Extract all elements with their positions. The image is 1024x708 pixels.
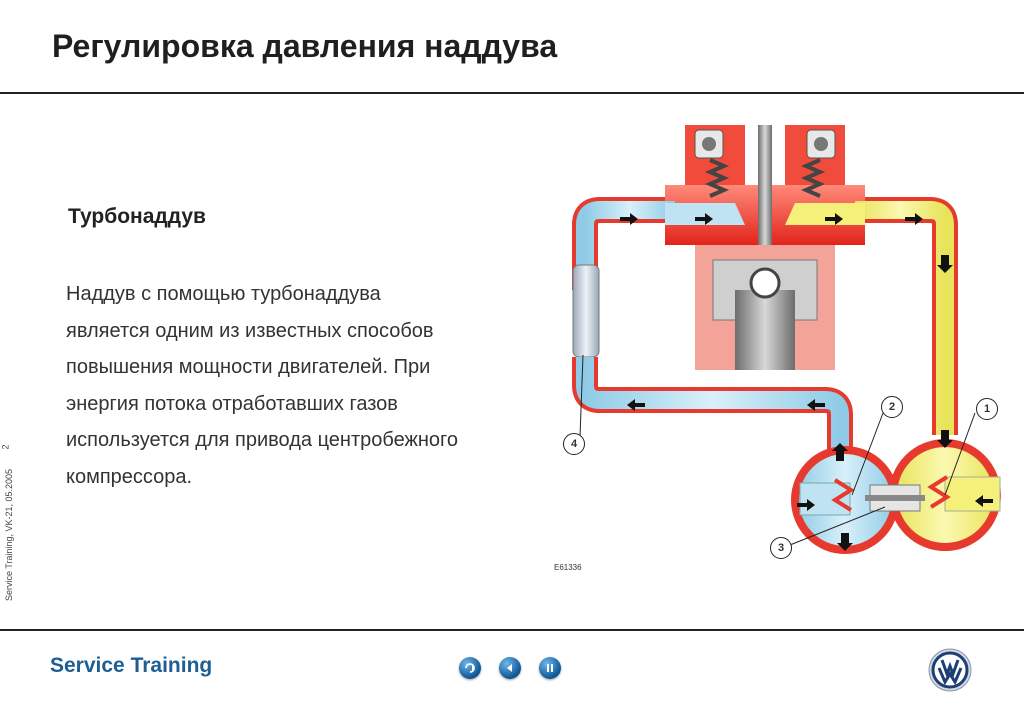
section-heading: Турбонаддув — [68, 205, 206, 228]
body-paragraph: Наддув с помощью турбонаддува является о… — [66, 276, 556, 495]
page-number: 2 — [0, 444, 11, 450]
flow-arrows — [620, 213, 993, 551]
side-note: Service Training, VK-21, 05.2005 — [4, 468, 14, 602]
slide-title: Регулировка давления наддува — [52, 28, 558, 64]
body-line: повышения мощности двигателей. При — [66, 356, 431, 378]
previous-button[interactable] — [499, 657, 521, 679]
play-left-icon — [507, 664, 512, 672]
pause-icon — [547, 664, 553, 672]
brand-label: Service Training — [50, 654, 213, 677]
body-line: энергия потока отработавших газов — [66, 392, 398, 415]
callout-1: 1 — [976, 398, 998, 420]
rewind-icon — [465, 663, 475, 673]
footer-divider — [0, 629, 1024, 631]
body-line: Наддув с помощью турбонаддува — [66, 283, 381, 305]
body-line: является одним из известных способов — [66, 319, 434, 342]
back-to-start-button[interactable] — [459, 657, 481, 679]
callout-4: 4 — [563, 433, 585, 455]
pause-button[interactable] — [539, 657, 561, 679]
body-line: компрессора. — [66, 465, 193, 488]
callout-3: 3 — [770, 537, 792, 559]
title-divider — [0, 92, 1024, 94]
engine-block — [665, 125, 865, 370]
callout-2: 2 — [881, 396, 903, 418]
body-line: используется для привода центробежного — [66, 429, 459, 451]
turbocharger-diagram — [572, 125, 1001, 554]
figure-code: E61336 — [554, 563, 582, 572]
vw-logo — [928, 648, 972, 692]
